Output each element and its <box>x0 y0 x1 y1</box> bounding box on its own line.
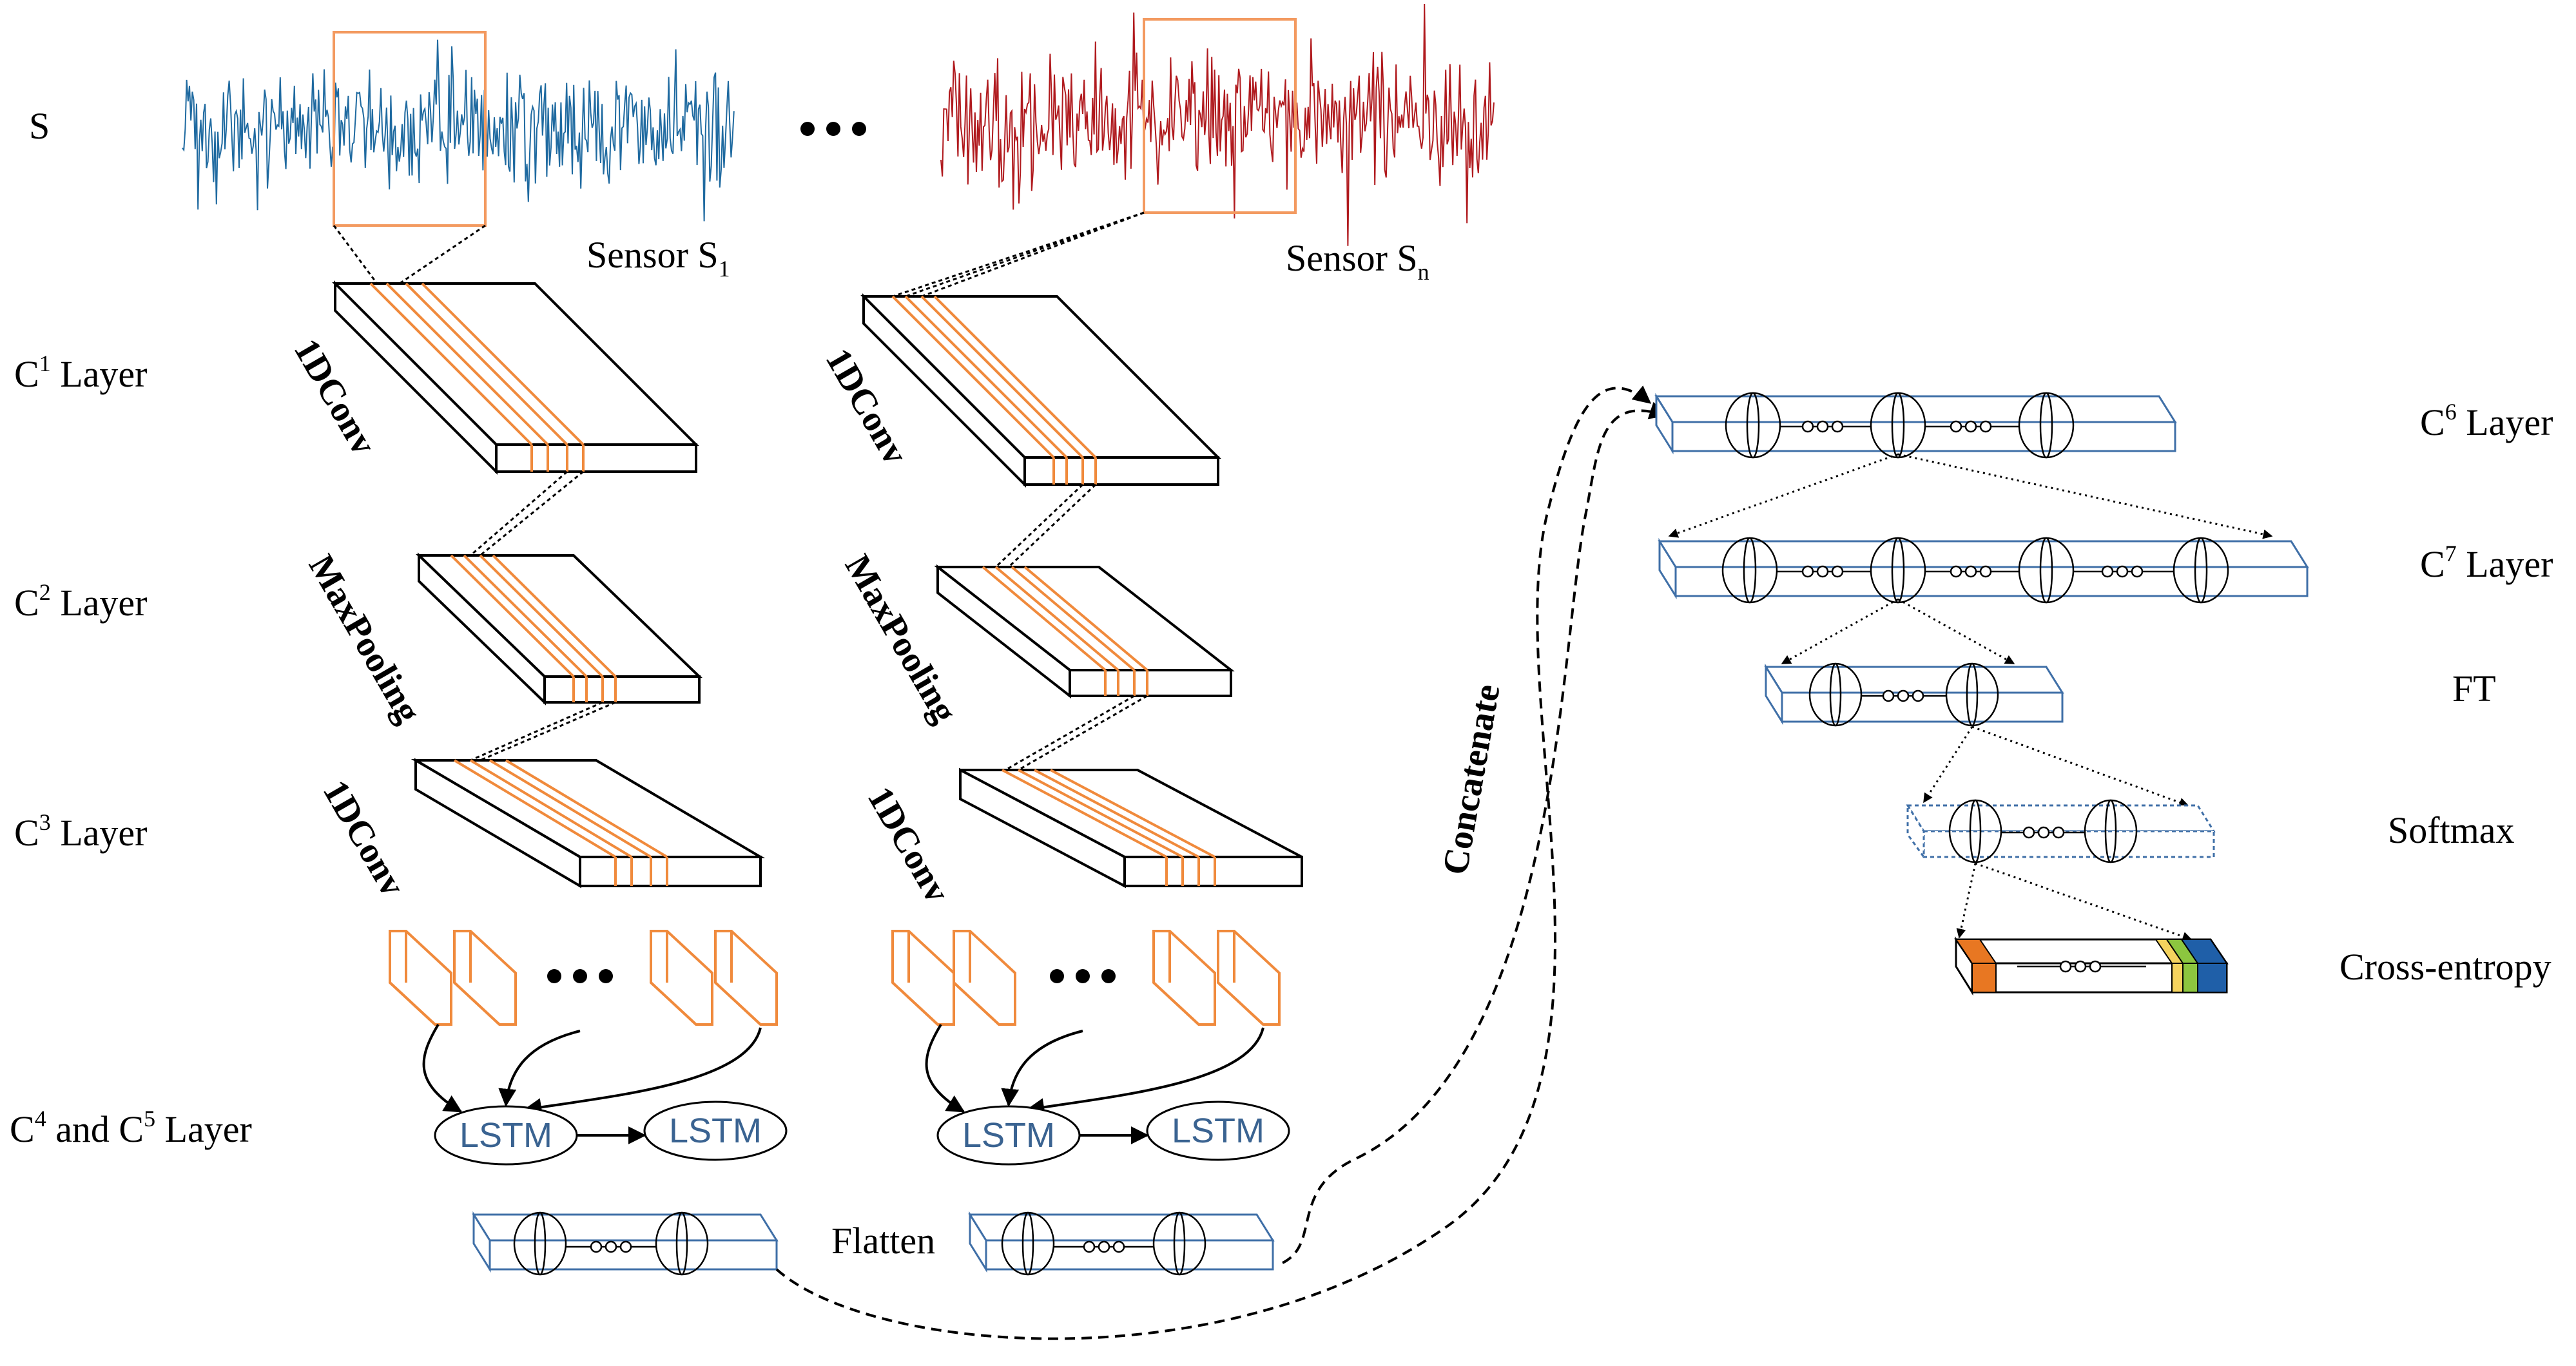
op-maxpooling-c2: MaxPooling <box>301 548 429 730</box>
sensor-1-signal <box>182 39 735 222</box>
label-softmax: Softmax <box>2388 809 2515 851</box>
flatten-box-1 <box>472 1211 779 1276</box>
label-c3-layer: C3 Layer <box>14 809 147 854</box>
concat-path-2 <box>1282 401 1668 1264</box>
label-sensor-n: Sensor Sn <box>1286 237 1429 285</box>
concat-path-1 <box>775 385 1652 1340</box>
op-1dconv-c3: 1DConv <box>315 774 413 903</box>
lstm-cell-na: LSTM <box>962 1116 1055 1155</box>
dense-softmax <box>1906 799 2216 863</box>
label-s: S <box>29 105 50 147</box>
output-cross-entropy <box>1954 936 2229 996</box>
label-c7-layer: C7 Layer <box>2420 541 2553 585</box>
sensor-n-signal <box>940 3 1495 246</box>
signal-trace <box>182 39 735 222</box>
label-cross-entropy: Cross-entropy <box>2339 946 2552 988</box>
lstm-cell-1b: LSTM <box>669 1111 762 1150</box>
label-c1-layer: C1 Layer <box>14 351 147 395</box>
lstm-cell-1a: LSTM <box>460 1116 552 1155</box>
label-c2-layer: C2 Layer <box>14 579 147 624</box>
label-c4-c5-layer: C4 and C5 Layer <box>10 1106 252 1150</box>
window-connectors <box>333 211 1145 298</box>
op-1dconv-c1: 1DConv <box>286 332 384 462</box>
flatten-box-n <box>968 1211 1275 1276</box>
window-sensor-1 <box>333 31 487 227</box>
sensor-ellipsis <box>800 122 866 136</box>
label-concatenate: Concatenate <box>1435 681 1508 878</box>
dense-c6 <box>1654 392 2177 459</box>
label-sensor-1: Sensor S1 <box>586 234 730 282</box>
label-c6-layer: C6 Layer <box>2420 399 2553 443</box>
dense-c7 <box>1658 537 2309 604</box>
dense-ft <box>1764 662 2064 727</box>
window-sensor-n <box>1143 18 1297 214</box>
lstm-cell-nb: LSTM <box>1172 1111 1264 1150</box>
label-flatten: Flatten <box>831 1220 935 1262</box>
op-1dconv-c3-n: 1DConv <box>860 780 958 910</box>
signal-trace <box>940 3 1495 246</box>
column-sensor-1: 1DConv MaxPooling 1DConv <box>286 280 788 1276</box>
label-ft: FT <box>2452 668 2496 709</box>
column-sensor-n: 1DConv MaxPooling 1DConv <box>818 293 1303 1276</box>
